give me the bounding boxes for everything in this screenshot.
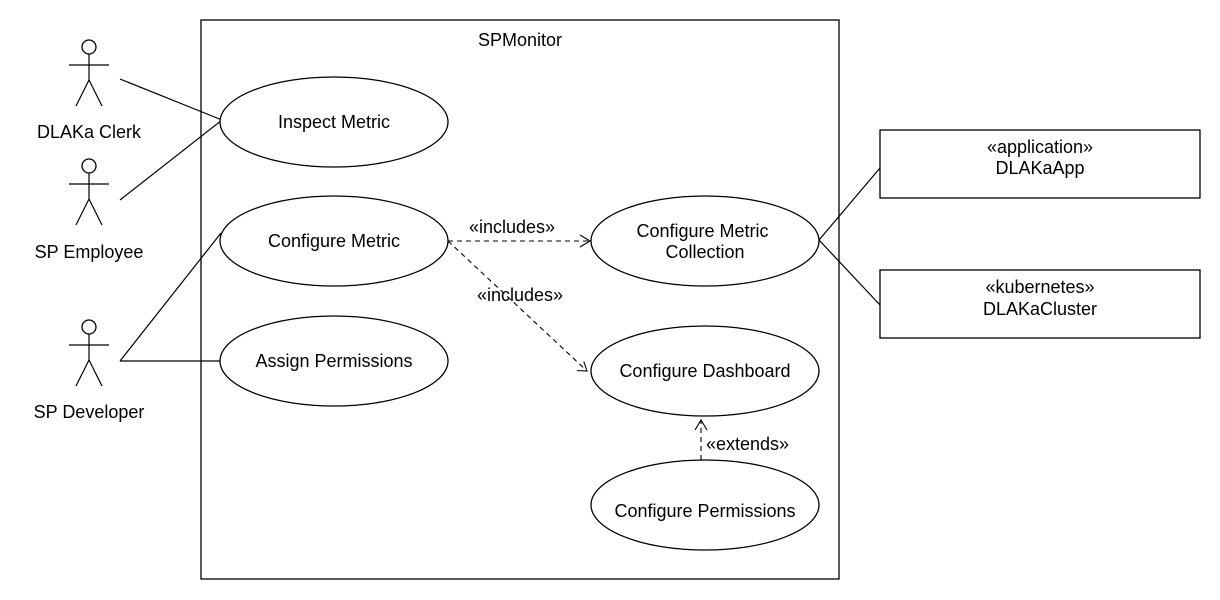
external-system-cluster-stereotype: «kubernetes» — [985, 277, 1094, 297]
use-case-configure-permissions-label: Configure Permissions — [614, 501, 795, 521]
actor-employee-figure — [68, 158, 110, 226]
actor-developer-figure — [68, 319, 110, 387]
extends-relationship — [694, 418, 708, 460]
external-system-cluster-name: DLAKaCluster — [983, 299, 1097, 319]
includes-label-dashboard: «includes» — [477, 285, 563, 305]
association-collection-app — [818, 167, 881, 241]
association-employee-inspect-metric — [119, 119, 223, 201]
actor-developer-label: SP Developer — [34, 402, 145, 422]
use-case-configure-metric — [219, 195, 449, 287]
use-case-configure-metric-label: Configure Metric — [268, 231, 400, 251]
use-case-configure-dashboard-label: Configure Dashboard — [619, 361, 790, 381]
association-clerk-inspect-metric — [119, 78, 223, 121]
extends-label: «extends» — [706, 434, 789, 454]
external-system-app-stereotype: «application» — [987, 137, 1093, 157]
actor-clerk-figure — [68, 39, 110, 107]
use-case-assign-permissions-label: Assign Permissions — [255, 351, 412, 371]
association-collection-cluster — [818, 239, 881, 306]
use-case-inspect-metric — [219, 76, 449, 168]
external-system-app-name: DLAKaApp — [995, 158, 1084, 178]
includes-relationship-dashboard — [447, 240, 588, 372]
use-case-configure-metric-collection — [590, 195, 820, 287]
use-case-configure-metric-collection-line2: Collection — [665, 242, 744, 262]
includes-relationship-collection — [448, 234, 592, 248]
actor-employee-label: SP Employee — [35, 242, 144, 262]
use-case-inspect-metric-label: Inspect Metric — [278, 112, 390, 132]
association-developer-configure-metric — [119, 232, 222, 362]
use-case-assign-permissions — [219, 315, 449, 407]
use-case-configure-metric-collection-line1: Configure Metric — [636, 221, 768, 241]
use-case-configure-metric-collection-label: Configure Metric Collection — [636, 221, 773, 262]
includes-label-collection: «includes» — [469, 217, 555, 237]
system-title: SPMonitor — [478, 30, 562, 50]
use-case-configure-dashboard — [590, 325, 820, 417]
actor-clerk-label: DLAKa Clerk — [37, 122, 142, 142]
external-system-app — [879, 129, 1201, 199]
external-system-cluster — [879, 269, 1201, 339]
use-case-configure-permissions — [590, 459, 820, 551]
